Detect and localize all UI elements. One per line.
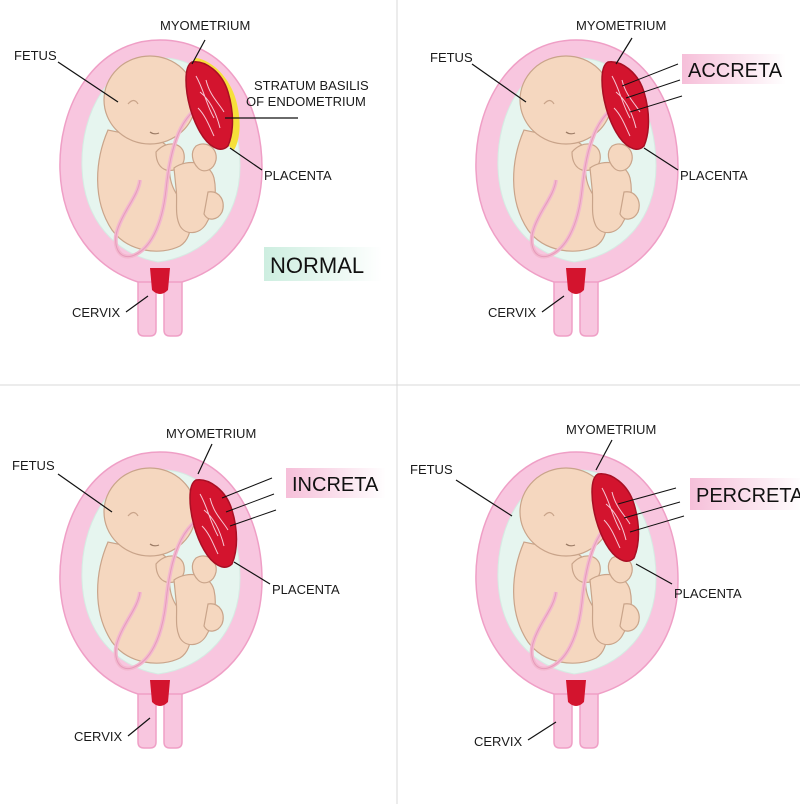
myometrium-leader: [197, 443, 213, 475]
invasion-leader-2: [225, 493, 275, 513]
uterus-illustration: [473, 450, 680, 750]
title-badge-background: [682, 54, 786, 84]
cervix-leader: [127, 717, 151, 737]
invasion-leader-3: [629, 515, 685, 533]
fetus-label: FETUS: [410, 462, 453, 477]
invasion-leader-1: [617, 487, 677, 505]
panel-increta: FETUS MYOMETRIUM PLACENTA CERVIX INCRETA: [12, 426, 386, 750]
placenta-leader: [635, 563, 673, 585]
myometrium-leader: [595, 439, 613, 471]
myometrium-label: MYOMETRIUM: [166, 426, 256, 441]
invasion-leader-3: [229, 509, 277, 527]
panel-title: INCRETA: [292, 474, 379, 496]
fetus-leader: [471, 63, 527, 103]
panel-title: PERCRETA: [696, 485, 800, 507]
panel-title: NORMAL: [270, 253, 364, 278]
panel-normal: FETUS MYOMETRIUM STRATUM BASILIS OF ENDO…: [14, 18, 382, 338]
invasion-leader-1: [621, 63, 679, 87]
fetus-label: FETUS: [14, 48, 57, 63]
cervix-label: CERVIX: [474, 734, 522, 749]
fetus-label: FETUS: [12, 458, 55, 473]
title-badge-background: [690, 478, 800, 510]
uterus-illustration: [57, 38, 265, 338]
placenta-leader: [643, 147, 679, 171]
fetus-leader: [57, 61, 119, 103]
fetus-leader: [455, 479, 513, 517]
fetus-label: FETUS: [430, 50, 473, 65]
cervix-label: CERVIX: [72, 305, 120, 320]
basalis-label-line2: OF ENDOMETRIUM: [246, 94, 366, 109]
panel-title: ACCRETA: [688, 60, 783, 82]
panel-percreta: FETUS MYOMETRIUM PLACENTA CERVIX PERCRET…: [410, 422, 800, 750]
myometrium-leader: [191, 39, 206, 65]
title-badge-background: [286, 468, 386, 498]
cervix-label: CERVIX: [74, 729, 122, 744]
placenta-label: PLACENTA: [272, 582, 340, 597]
invasion-leader-3: [629, 95, 683, 113]
myometrium-label: MYOMETRIUM: [576, 18, 666, 33]
placenta-leader: [233, 561, 271, 585]
basalis-label-line1: STRATUM BASILIS: [254, 78, 369, 93]
uterus-illustration: [473, 38, 680, 338]
cervix-leader: [541, 295, 565, 313]
placenta-label: PLACENTA: [264, 168, 332, 183]
cervix-leader: [527, 721, 557, 741]
invasion-leader-2: [623, 501, 681, 519]
invasion-leader-2: [625, 79, 681, 99]
myometrium-label: MYOMETRIUM: [160, 18, 250, 33]
cervix-leader: [125, 295, 149, 313]
title-badge-background: [264, 247, 382, 281]
stratum-basalis-layer: [192, 58, 240, 150]
myometrium-leader: [615, 37, 633, 65]
cervix-label: CERVIX: [488, 305, 536, 320]
placenta-leader: [229, 147, 263, 171]
myometrium-label: MYOMETRIUM: [566, 422, 656, 437]
panel-accreta: FETUS MYOMETRIUM PLACENTA CERVIX ACCRETA: [430, 18, 786, 338]
placenta-label: PLACENTA: [674, 586, 742, 601]
invasion-leader-1: [221, 477, 273, 499]
fetus-leader: [57, 473, 113, 513]
placenta-label: PLACENTA: [680, 168, 748, 183]
